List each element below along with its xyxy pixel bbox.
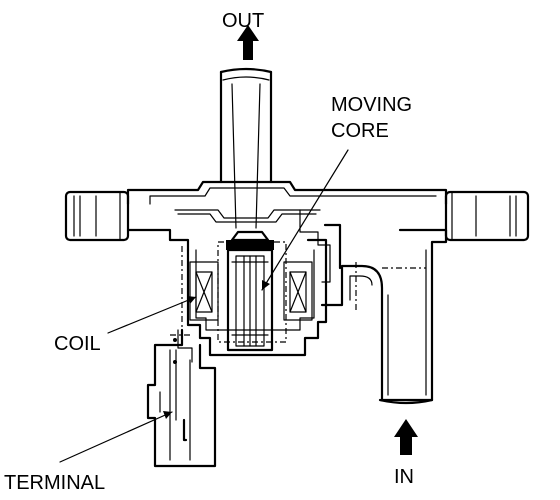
left-side-pipe (64, 190, 130, 242)
coil-label: COIL (54, 333, 101, 355)
out-label: OUT (222, 10, 264, 32)
outlet-pipe (219, 67, 273, 229)
moving-core-leader (261, 149, 349, 291)
coil-assembly (181, 238, 328, 357)
out-arrow (237, 25, 259, 60)
coil-leader (107, 296, 197, 334)
in-arrow (394, 419, 418, 455)
in-label: IN (394, 466, 414, 488)
inlet-pipe (299, 209, 448, 405)
moving-core-label-line2: CORE (331, 120, 389, 142)
right-side-pipe (444, 190, 530, 242)
valve-body (126, 180, 448, 252)
terminal-leader (59, 411, 173, 463)
moving-core-label-line1: MOVING (331, 94, 412, 116)
moving-core (226, 230, 274, 352)
terminal-connector (146, 328, 217, 468)
terminal-label: TERMINAL (4, 472, 105, 494)
